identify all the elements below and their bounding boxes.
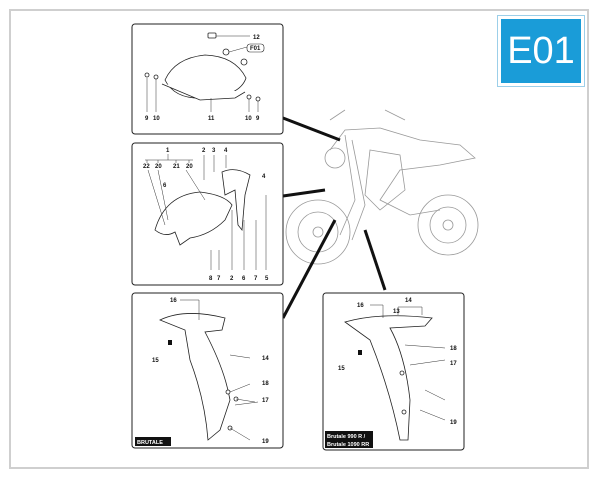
section-badge: E01 — [497, 15, 585, 87]
part-number-label: 10 — [245, 116, 252, 122]
panel-seat-cowl: 12 F01 9 10 11 10 9 — [131, 23, 284, 135]
part-number-label: 11 — [208, 116, 215, 122]
part-number-label: 5 — [265, 276, 269, 282]
part-number-label: 2 — [202, 148, 206, 154]
front-fender-part — [154, 191, 233, 246]
part-number-label: 14 — [262, 356, 269, 362]
part-number-label: 17 — [262, 398, 269, 404]
part-number-label: 4 — [262, 174, 266, 180]
page-frame — [9, 9, 589, 469]
part-number-label: 16 — [170, 298, 177, 304]
part-number-label: 13 — [393, 309, 400, 315]
part-number-label: 15 — [152, 358, 159, 364]
part-number-label: 7 — [217, 276, 221, 282]
part-number-label: 8 — [209, 276, 213, 282]
part-number-label: 22 — [143, 164, 150, 170]
part-number-label: 12 — [253, 35, 260, 41]
callout-connectors — [281, 116, 387, 319]
part-number-label: 19 — [262, 439, 269, 445]
part-number-label: 4 — [224, 148, 228, 154]
part-number-label: 16 — [357, 303, 364, 309]
part-number-label: 9 — [256, 116, 260, 122]
part-number-label: 18 — [450, 346, 457, 352]
motorcycle-illustration — [285, 109, 479, 265]
model-caption-box — [325, 431, 373, 448]
part-number-label: 20 — [186, 164, 193, 170]
part-number-label: 2 — [230, 276, 234, 282]
part-number-label: 21 — [173, 164, 180, 170]
part-number-label: 6 — [242, 276, 246, 282]
part-number-label: 3 — [212, 148, 216, 154]
part-number-label: 15 — [338, 366, 345, 372]
part-number-label: 7 — [254, 276, 258, 282]
side-panel-part — [159, 313, 231, 441]
panel-side-brutale: 16 15 14 18 17 19 BRUTALE — [131, 292, 284, 449]
part-number-label: 17 — [450, 361, 457, 367]
part-number-label: 20 — [155, 164, 162, 170]
part-number-label: 10 — [153, 116, 160, 122]
part-number-label: 1 — [166, 148, 170, 154]
panel-side-rr: 16 14 13 15 18 17 19 Brutale 990 R / Bru… — [322, 292, 465, 451]
part-number-label: 18 — [262, 381, 269, 387]
model-caption-box — [135, 437, 171, 446]
panel-front-fender: 1 22 20 21 20 2 3 4 4 6 8 7 2 6 7 5 — [131, 142, 284, 286]
part-number-label: Brutale 1090 RR — [327, 442, 369, 448]
part-number-label: F01 — [250, 46, 261, 52]
part-number-label: BRUTALE — [137, 440, 163, 446]
part-number-label: 9 — [145, 116, 149, 122]
part-number-label: 6 — [163, 183, 167, 189]
part-number-label: 19 — [450, 420, 457, 426]
part-number-label: 14 — [405, 298, 412, 304]
side-panel-rr-part — [344, 315, 433, 441]
part-number-label: Brutale 990 R / — [327, 434, 366, 440]
